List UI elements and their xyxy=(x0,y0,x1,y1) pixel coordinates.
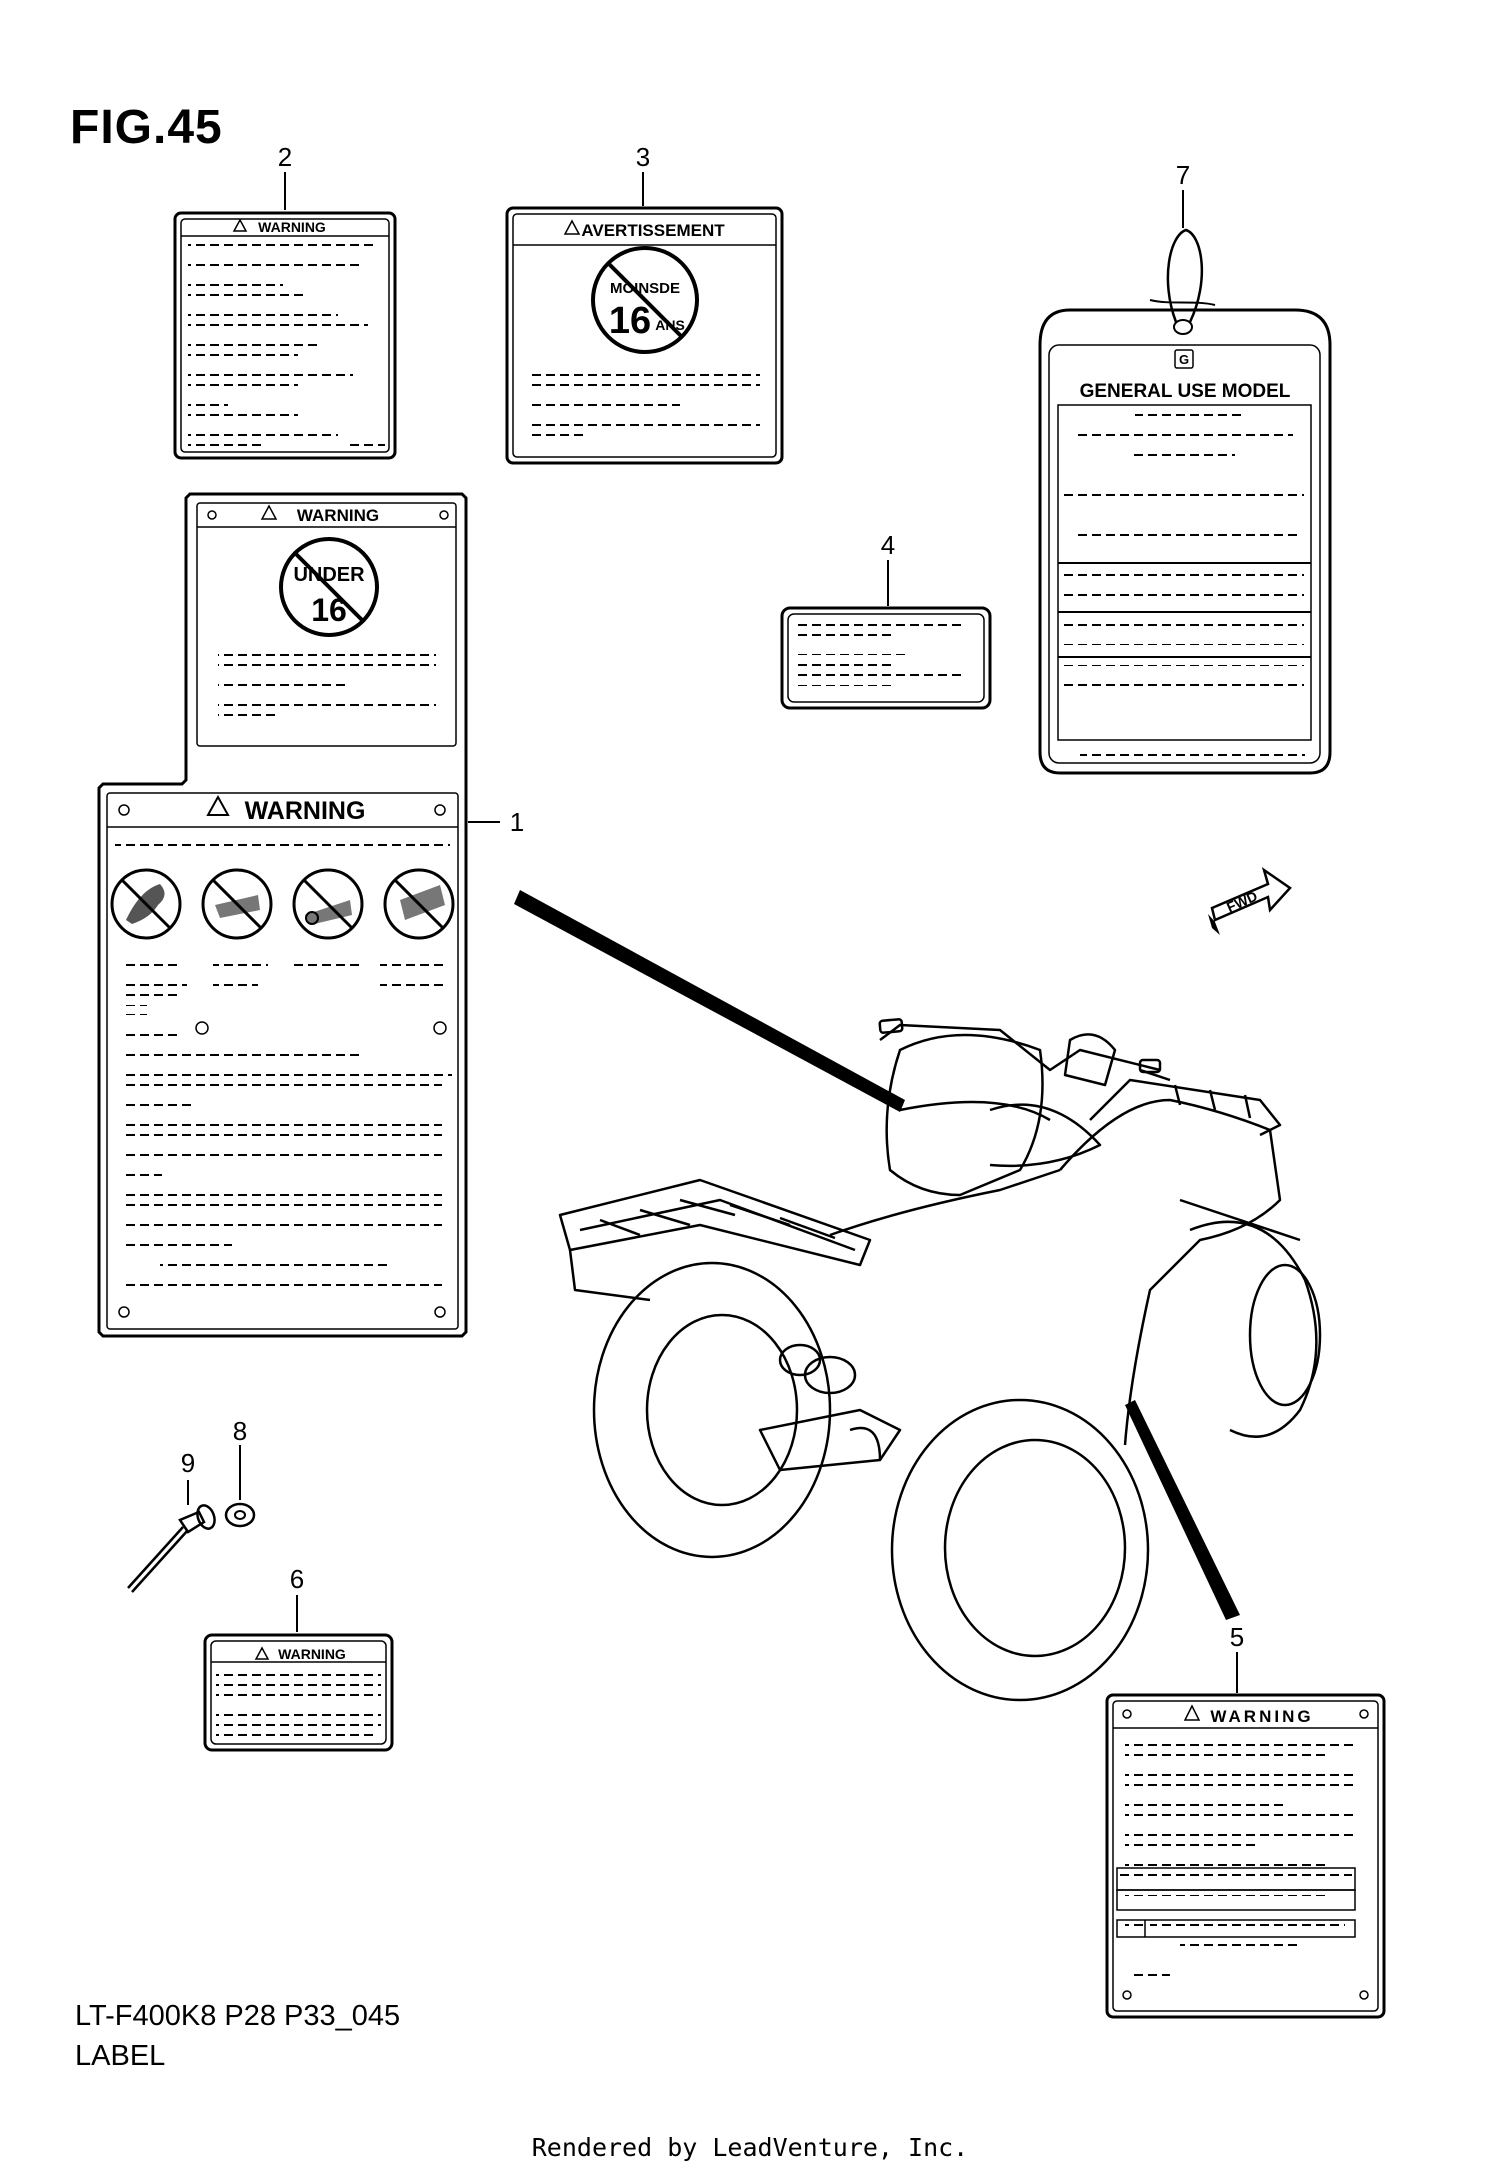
label-1-upper-title: WARNING xyxy=(297,506,379,525)
callout-9: 9 xyxy=(181,1448,195,1478)
callout-4: 4 xyxy=(881,530,895,560)
label-3-title: AVERTISSEMENT xyxy=(581,221,725,240)
label-6-title: WARNING xyxy=(278,1646,346,1662)
part-8-washer xyxy=(224,1502,256,1528)
label-1-upper-alert-icon xyxy=(260,504,278,520)
label-5-warning[interactable]: WARNING xyxy=(1105,1693,1386,2019)
fwd-arrow-icon: FWD xyxy=(1208,866,1292,935)
label-2-warning-title: WARNING xyxy=(258,219,326,235)
label-6-warning[interactable]: WARNING xyxy=(203,1633,394,1752)
label-6-alert-icon xyxy=(254,1646,270,1660)
label-1-warning[interactable]: WARNING UNDER 16 WARNING xyxy=(97,492,468,1338)
fwd-text: FWD xyxy=(1224,888,1260,916)
label-3-moinsde-text: MOINSDE xyxy=(610,280,680,297)
label-7-general-use-model-tag[interactable]: G GENERAL USE MODEL xyxy=(1038,228,1332,775)
label-3-age-icon xyxy=(591,246,699,354)
footer-credit: Rendered by LeadVenture, Inc. xyxy=(531,2133,969,2162)
label-2-alert-icon xyxy=(232,218,248,232)
figure-title: FIG.45 xyxy=(70,101,223,154)
no-paved-road-icon xyxy=(292,868,364,940)
callout-5: 5 xyxy=(1230,1622,1244,1652)
no-helmet-icon xyxy=(110,868,182,940)
label-5-alert-icon xyxy=(1183,1704,1201,1721)
label-3-alert-icon xyxy=(563,219,581,235)
leader-lines xyxy=(187,172,1240,1693)
arrow-label-1 xyxy=(514,890,905,1112)
callout-2: 2 xyxy=(278,142,292,172)
label-1-under16-icon xyxy=(279,537,379,637)
label-1-lower-alert-icon xyxy=(206,794,230,816)
callout-8: 8 xyxy=(233,1416,247,1446)
label-5-title: WARNING xyxy=(1210,1707,1313,1726)
section-name: LABEL xyxy=(75,2040,166,2072)
label-4[interactable] xyxy=(780,606,992,710)
callout-3: 3 xyxy=(636,142,650,172)
label-2-warning[interactable]: WARNING xyxy=(173,211,397,460)
atv-outline xyxy=(558,1018,1322,1702)
no-alcohol-icon xyxy=(383,868,455,940)
callout-6: 6 xyxy=(290,1564,304,1594)
callout-numbers: 1 2 3 4 5 6 7 8 9 xyxy=(181,142,1244,1652)
tag-g-logo xyxy=(1174,349,1194,369)
model-code: LT-F400K8 P28 P33_045 xyxy=(75,2000,401,2032)
no-passenger-icon xyxy=(201,868,273,940)
tag-g-logo-letter: G xyxy=(1179,352,1189,367)
tag-title: GENERAL USE MODEL xyxy=(1080,381,1291,402)
label-1-16-text: 16 xyxy=(311,592,347,628)
label-1-under-text: UNDER xyxy=(293,564,365,586)
label-3-avertissement[interactable]: AVERTISSEMENT MOINSDE 16 ANS xyxy=(505,206,784,465)
arrow-label-5 xyxy=(1125,1400,1240,1620)
label-1-pictograms xyxy=(110,868,455,940)
callout-7: 7 xyxy=(1176,160,1190,190)
part-9-rivet xyxy=(127,1504,216,1593)
label-3-ans-text: ANS xyxy=(655,317,685,333)
label-1-lower-title: WARNING xyxy=(245,797,366,825)
label-3-16-text: 16 xyxy=(609,300,651,342)
callout-1: 1 xyxy=(510,807,524,837)
